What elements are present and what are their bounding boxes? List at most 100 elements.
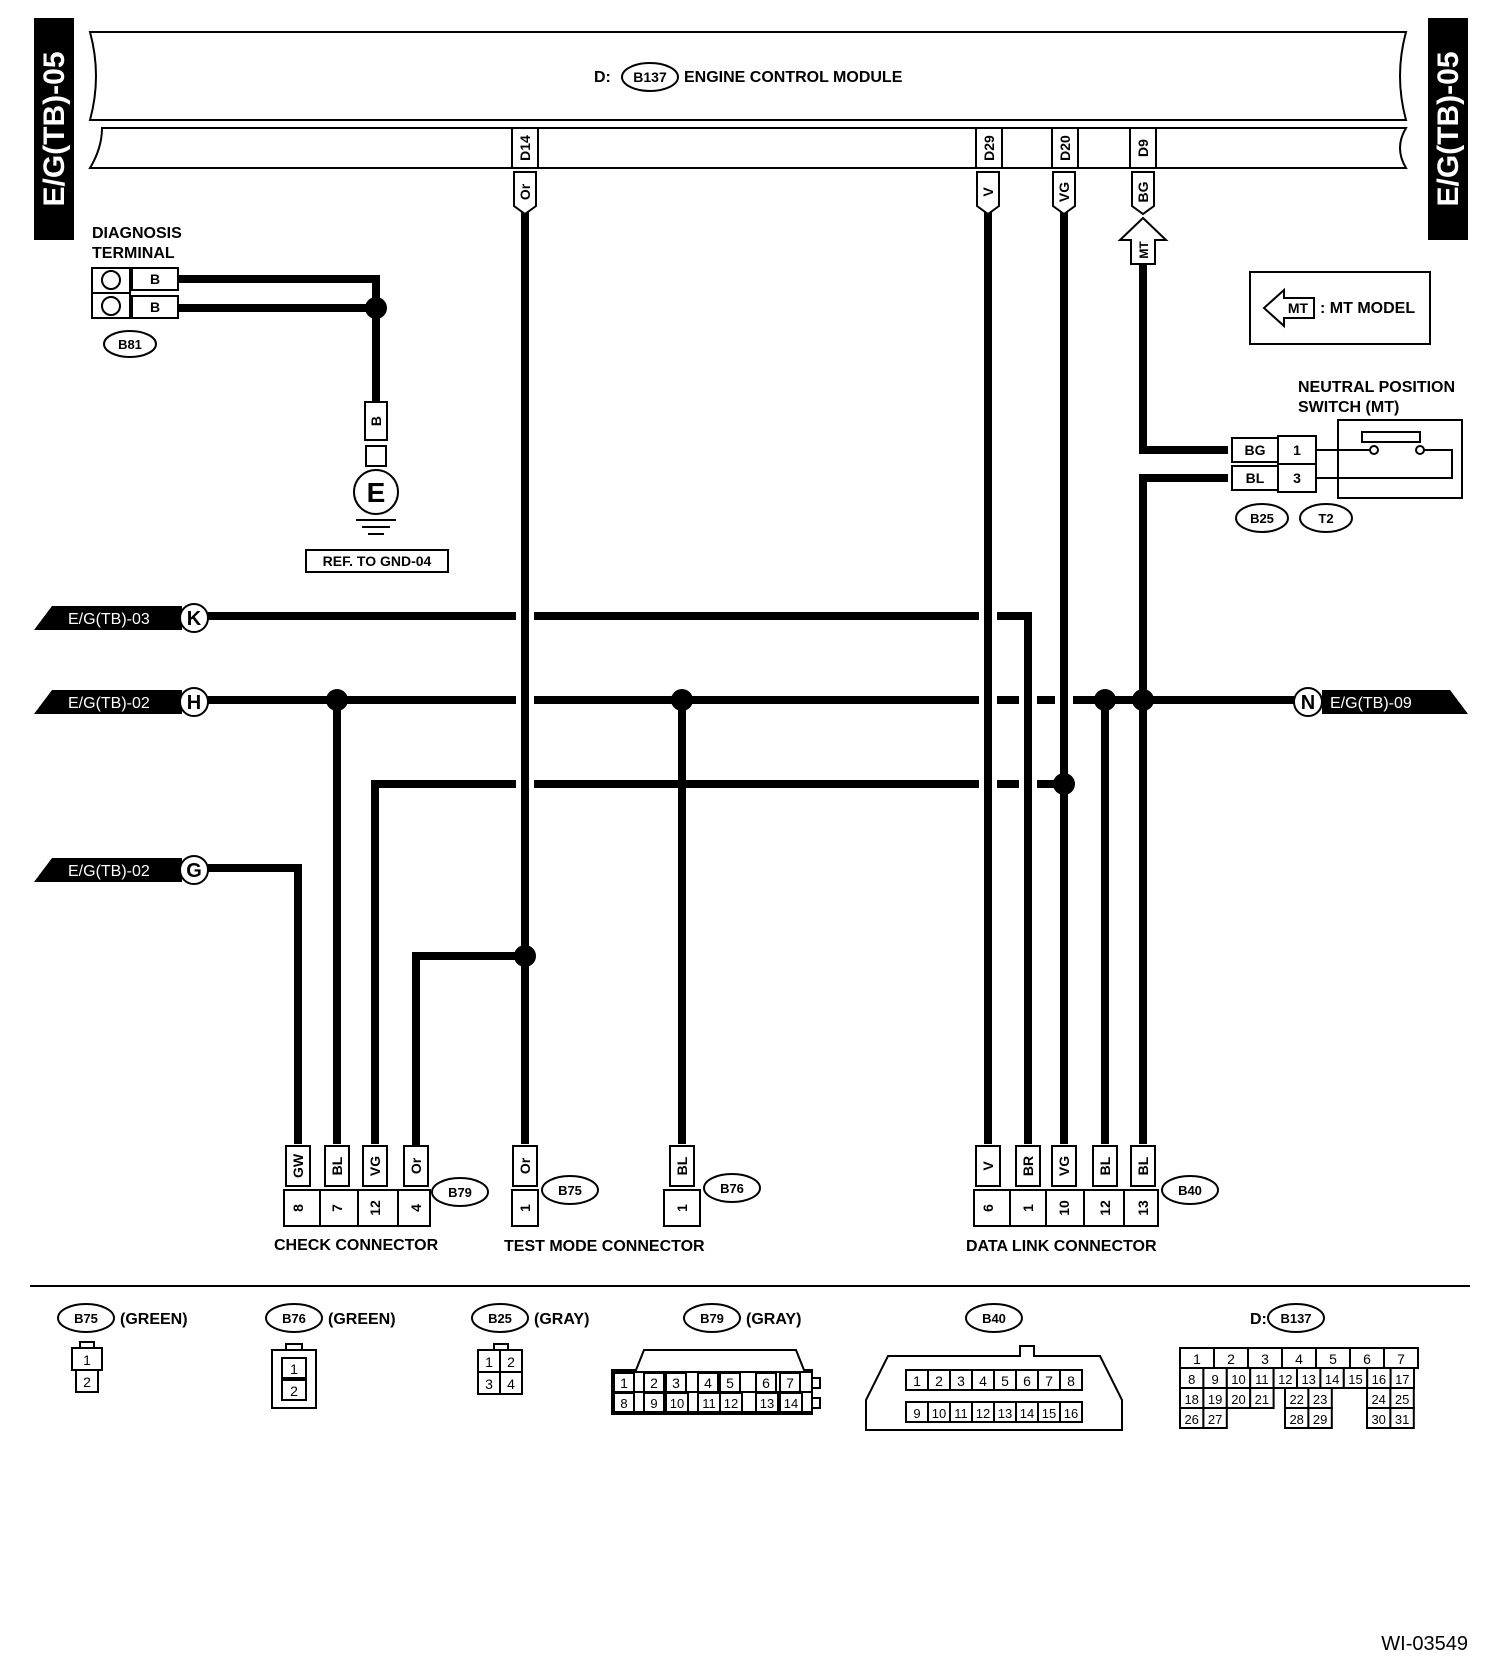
b79-bottom-pin-8-cell — [613, 1392, 635, 1413]
offpage-g: E/G(TB)-02 G — [34, 855, 209, 885]
side-tab-left-label: E/G(TB)-05 — [38, 51, 71, 206]
b25-view-pin-4: 4 — [507, 1376, 515, 1392]
wire-tag-d29: V — [980, 187, 996, 197]
offpage-n-letter: N — [1301, 692, 1315, 714]
b76-pin: 1 — [674, 1204, 690, 1212]
b40-top-pin-5: 5 — [1001, 1373, 1009, 1389]
b40-top-pin-1: 1 — [913, 1373, 921, 1389]
b137-pin-14: 14 — [1325, 1372, 1339, 1387]
b79-top-pin-3: 3 — [672, 1375, 680, 1391]
data-link-connector: V BR VG BL BL 6 1 10 12 13 B40 DATA LINK… — [966, 1145, 1219, 1255]
side-tab-right: E/G(TB)-05 — [1428, 18, 1468, 240]
b137-pin-20: 20 — [1231, 1392, 1245, 1407]
b40-top-pin-3: 3 — [957, 1373, 965, 1389]
data-link-connector-name: DATA LINK CONNECTOR — [966, 1238, 1157, 1255]
b40-bottom-pin-16: 16 — [1064, 1406, 1078, 1421]
ecm-pin-d29: D29 — [981, 135, 997, 161]
b75-view-pin-1: 1 — [83, 1352, 91, 1368]
ecm-wire-tags: Or V VG BG MT — [513, 171, 1169, 265]
dlc-pin-6: 6 — [980, 1204, 996, 1212]
b137-pin-15: 15 — [1348, 1372, 1362, 1387]
b137-pin-13: 13 — [1301, 1372, 1315, 1387]
b137-pin-7: 7 — [1397, 1351, 1405, 1367]
mt-legend-symbol: MT — [1288, 300, 1309, 316]
b79-bottom-pin-14-cell — [779, 1392, 803, 1413]
offpage-k-letter: K — [187, 608, 202, 630]
wires — [176, 212, 1294, 1158]
ecm-pin-d14: D14 — [517, 135, 533, 161]
b40-bottom-pin-10: 10 — [932, 1406, 946, 1421]
b79-top-pin-2: 2 — [650, 1375, 658, 1391]
b137-pin-31-cell — [1389, 1407, 1415, 1429]
b137-view-prefix: D: — [1250, 1311, 1267, 1328]
wire-tag-d9: BG — [1135, 181, 1151, 202]
dlc-wire-bl-13: BL — [1135, 1156, 1151, 1175]
b79-bottom-pin-9-cell — [643, 1392, 665, 1413]
diagnosis-terminal-title-1: DIAGNOSIS — [92, 225, 182, 242]
offpage-h-label: E/G(TB)-02 — [68, 695, 150, 712]
b137-pin-27: 27 — [1208, 1412, 1222, 1427]
mt-legend-text: : MT MODEL — [1320, 300, 1415, 317]
junction-dots — [326, 297, 1154, 967]
b79-view-color: (GRAY) — [746, 1311, 801, 1328]
dlc-wire-br: BR — [1020, 1156, 1036, 1176]
b75-view-pin-2: 2 — [83, 1374, 91, 1390]
b25-view-pin-3: 3 — [485, 1376, 493, 1392]
diagnosis-wire-2: B — [150, 299, 160, 315]
check-wire-or: Or — [408, 1157, 424, 1174]
b79-top-pin-1: 1 — [620, 1375, 628, 1391]
b76-view-color: (GREEN) — [328, 1311, 396, 1328]
b79-bottom-pin-12-cell — [719, 1392, 743, 1413]
figure-id: WI-03549 — [1381, 1633, 1468, 1655]
b75-pin: 1 — [517, 1204, 533, 1212]
diagnosis-connector-id: B81 — [118, 337, 142, 352]
b76-view-pin-2: 2 — [290, 1383, 298, 1399]
neutral-connector-b25: B25 — [1250, 511, 1274, 526]
ground-ref: REF. TO GND-04 — [323, 553, 432, 569]
offpage-g-letter: G — [186, 860, 202, 882]
side-tab-left: E/G(TB)-05 — [34, 18, 74, 240]
b76-view-pin-1: 1 — [290, 1361, 298, 1377]
b75-view-color: (GREEN) — [120, 1311, 188, 1328]
mt-legend: MT : MT MODEL — [1249, 271, 1431, 345]
b137-pin-8: 8 — [1188, 1372, 1195, 1387]
b137-pin-11: 11 — [1255, 1372, 1269, 1387]
dlc-wire-v: V — [980, 1161, 996, 1171]
ground-symbol-letter: E — [367, 477, 386, 508]
b137-pin-29: 29 — [1313, 1412, 1327, 1427]
b79-bottom-pin-10-cell — [665, 1392, 689, 1413]
b137-pin-9: 9 — [1211, 1372, 1218, 1387]
check-pin-7: 7 — [329, 1204, 345, 1212]
offpage-k: E/G(TB)-03 K — [34, 603, 209, 633]
b75-view-id: B75 — [74, 1311, 98, 1326]
b79-bottom-pin-8: 8 — [620, 1396, 627, 1411]
mt-arrow-label: MT — [1137, 241, 1151, 259]
check-pin-4: 4 — [408, 1204, 424, 1212]
b25-view-color: (GRAY) — [534, 1311, 589, 1328]
test-mode-connector-name: TEST MODE CONNECTOR — [504, 1238, 705, 1255]
b137-pin-29-cell — [1307, 1407, 1333, 1429]
check-wire-vg: VG — [367, 1156, 383, 1176]
ecm-pin-d9: D9 — [1135, 139, 1151, 157]
b137-pin-25: 25 — [1395, 1392, 1409, 1407]
ecm-pin-d20: D20 — [1057, 135, 1073, 161]
diagnosis-terminal: DIAGNOSIS TERMINAL B B B81 — [91, 225, 182, 358]
neutral-pin-1: 1 — [1293, 442, 1301, 458]
b137-pin-28: 28 — [1289, 1412, 1303, 1427]
b137-pin-19: 19 — [1208, 1392, 1222, 1407]
b40-bottom-pin-9: 9 — [913, 1406, 920, 1421]
b40-bottom-pin-13: 13 — [998, 1406, 1012, 1421]
b79-bottom-pin-9: 9 — [650, 1396, 657, 1411]
neutral-pin-3: 3 — [1293, 470, 1301, 486]
check-wire-bl: BL — [329, 1156, 345, 1175]
check-connector-id: B79 — [448, 1185, 472, 1200]
b137-pin-12: 12 — [1278, 1372, 1292, 1387]
b79-bottom-pin-14: 14 — [784, 1396, 798, 1411]
b40-bottom-pin-15: 15 — [1042, 1406, 1056, 1421]
b40-bottom-pin-11: 11 — [954, 1406, 968, 1421]
b137-pin-2: 2 — [1227, 1351, 1235, 1367]
diagnosis-terminal-title-2: TERMINAL — [92, 245, 175, 262]
